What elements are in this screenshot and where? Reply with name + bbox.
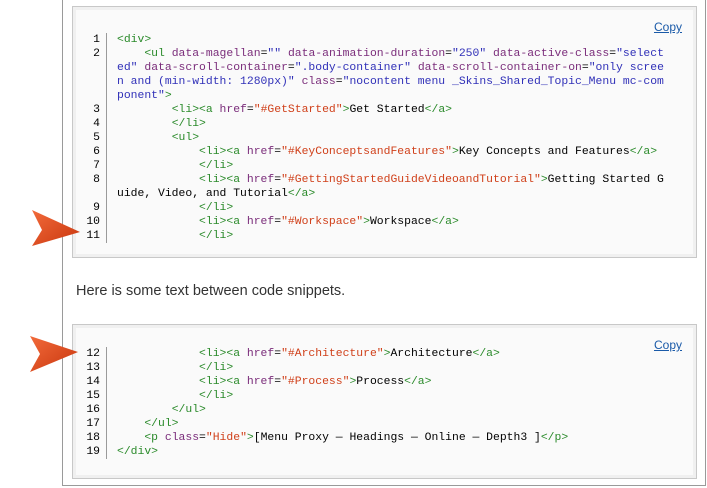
line-number: 14 [86, 376, 100, 388]
code-text: <li><a href="#GetStarted">Get Started</a… [171, 104, 452, 116]
code-text: </ul> [144, 418, 179, 430]
line-number: 8 [93, 174, 100, 186]
code-text: </li> [171, 118, 206, 130]
code-text: <div> [117, 34, 152, 46]
code-line: 4 </li> [83, 117, 670, 131]
line-number: 4 [93, 118, 100, 130]
copy-button[interactable]: Copy [653, 338, 682, 352]
code-text: <ul> [171, 132, 200, 144]
code-text: </li> [199, 230, 234, 242]
line-number: 15 [86, 390, 100, 402]
code-line: 1 <div> [83, 33, 670, 47]
line-number: 9 [93, 202, 100, 214]
code-line: 5 <ul> [83, 131, 670, 145]
line-number: 16 [86, 404, 100, 416]
code-text: <p class="Hide">[Menu Proxy — Headings —… [144, 432, 569, 444]
line-number: 19 [86, 446, 100, 458]
line-number: 11 [86, 230, 100, 242]
code-line: 19 </div> [83, 445, 670, 459]
pointer-arrow-icon [30, 336, 78, 372]
code-text: <ul data-magellan="" data-animation-dura… [117, 48, 664, 102]
code-line: 15 </li> [83, 389, 670, 403]
line-number: 10 [86, 216, 100, 228]
code-text: <li><a href="#Architecture">Architecture… [199, 348, 500, 360]
code-text: <li><a href="#GettingStartedGuideVideoan… [117, 174, 664, 200]
code-text: </ul> [171, 404, 206, 416]
code-text: </li> [199, 362, 234, 374]
code-line: 14 <li><a href="#Process">Process</a> [83, 375, 670, 389]
code-line: 7 </li> [83, 159, 670, 173]
code-block: 1<div>2 <ul data-magellan="" data-animat… [83, 33, 670, 243]
code-text: <li><a href="#KeyConceptsandFeatures">Ke… [199, 146, 658, 158]
code-line: 11 </li> [83, 229, 670, 243]
line-number: 5 [93, 132, 100, 144]
code-text: <li><a href="#Process">Process</a> [199, 376, 432, 388]
code-block: 12 <li><a href="#Architecture">Architect… [83, 347, 670, 459]
code-line: 9 </li> [83, 201, 670, 215]
code-text: </li> [199, 202, 234, 214]
code-text: </li> [199, 390, 234, 402]
code-line: 17 </ul> [83, 417, 670, 431]
code-line: 10 <li><a href="#Workspace">Workspace</a… [83, 215, 670, 229]
line-number: 1 [93, 34, 100, 46]
code-line: 12 <li><a href="#Architecture">Architect… [83, 347, 670, 361]
code-snippet-2: Copy 12 <li><a href="#Architecture">Arch… [72, 324, 697, 479]
code-text: <li><a href="#Workspace">Workspace</a> [199, 216, 459, 228]
between-text: Here is some text between code snippets. [76, 283, 346, 299]
line-number: 17 [86, 418, 100, 430]
line-number: 7 [93, 160, 100, 172]
line-number: 12 [86, 348, 100, 360]
pointer-arrow-icon [32, 210, 80, 246]
code-line: 13 </li> [83, 361, 670, 375]
line-number: 3 [93, 104, 100, 116]
code-line: 16 </ul> [83, 403, 670, 417]
code-snippet-1: Copy 1<div>2 <ul data-magellan="" data-a… [72, 6, 697, 258]
code-line: 8 <li><a href="#GettingStartedGuideVideo… [83, 173, 670, 201]
line-number: 13 [86, 362, 100, 374]
code-line: 3 <li><a href="#GetStarted">Get Started<… [83, 103, 670, 117]
code-line: 2 <ul data-magellan="" data-animation-du… [83, 47, 670, 103]
line-number: 6 [93, 146, 100, 158]
code-text: </li> [199, 160, 234, 172]
code-line: 6 <li><a href="#KeyConceptsandFeatures">… [83, 145, 670, 159]
copy-button[interactable]: Copy [653, 20, 682, 34]
line-number: 2 [93, 48, 100, 60]
code-line: 18 <p class="Hide">[Menu Proxy — Heading… [83, 431, 670, 445]
line-number: 18 [86, 432, 100, 444]
code-text: </div> [117, 446, 159, 458]
